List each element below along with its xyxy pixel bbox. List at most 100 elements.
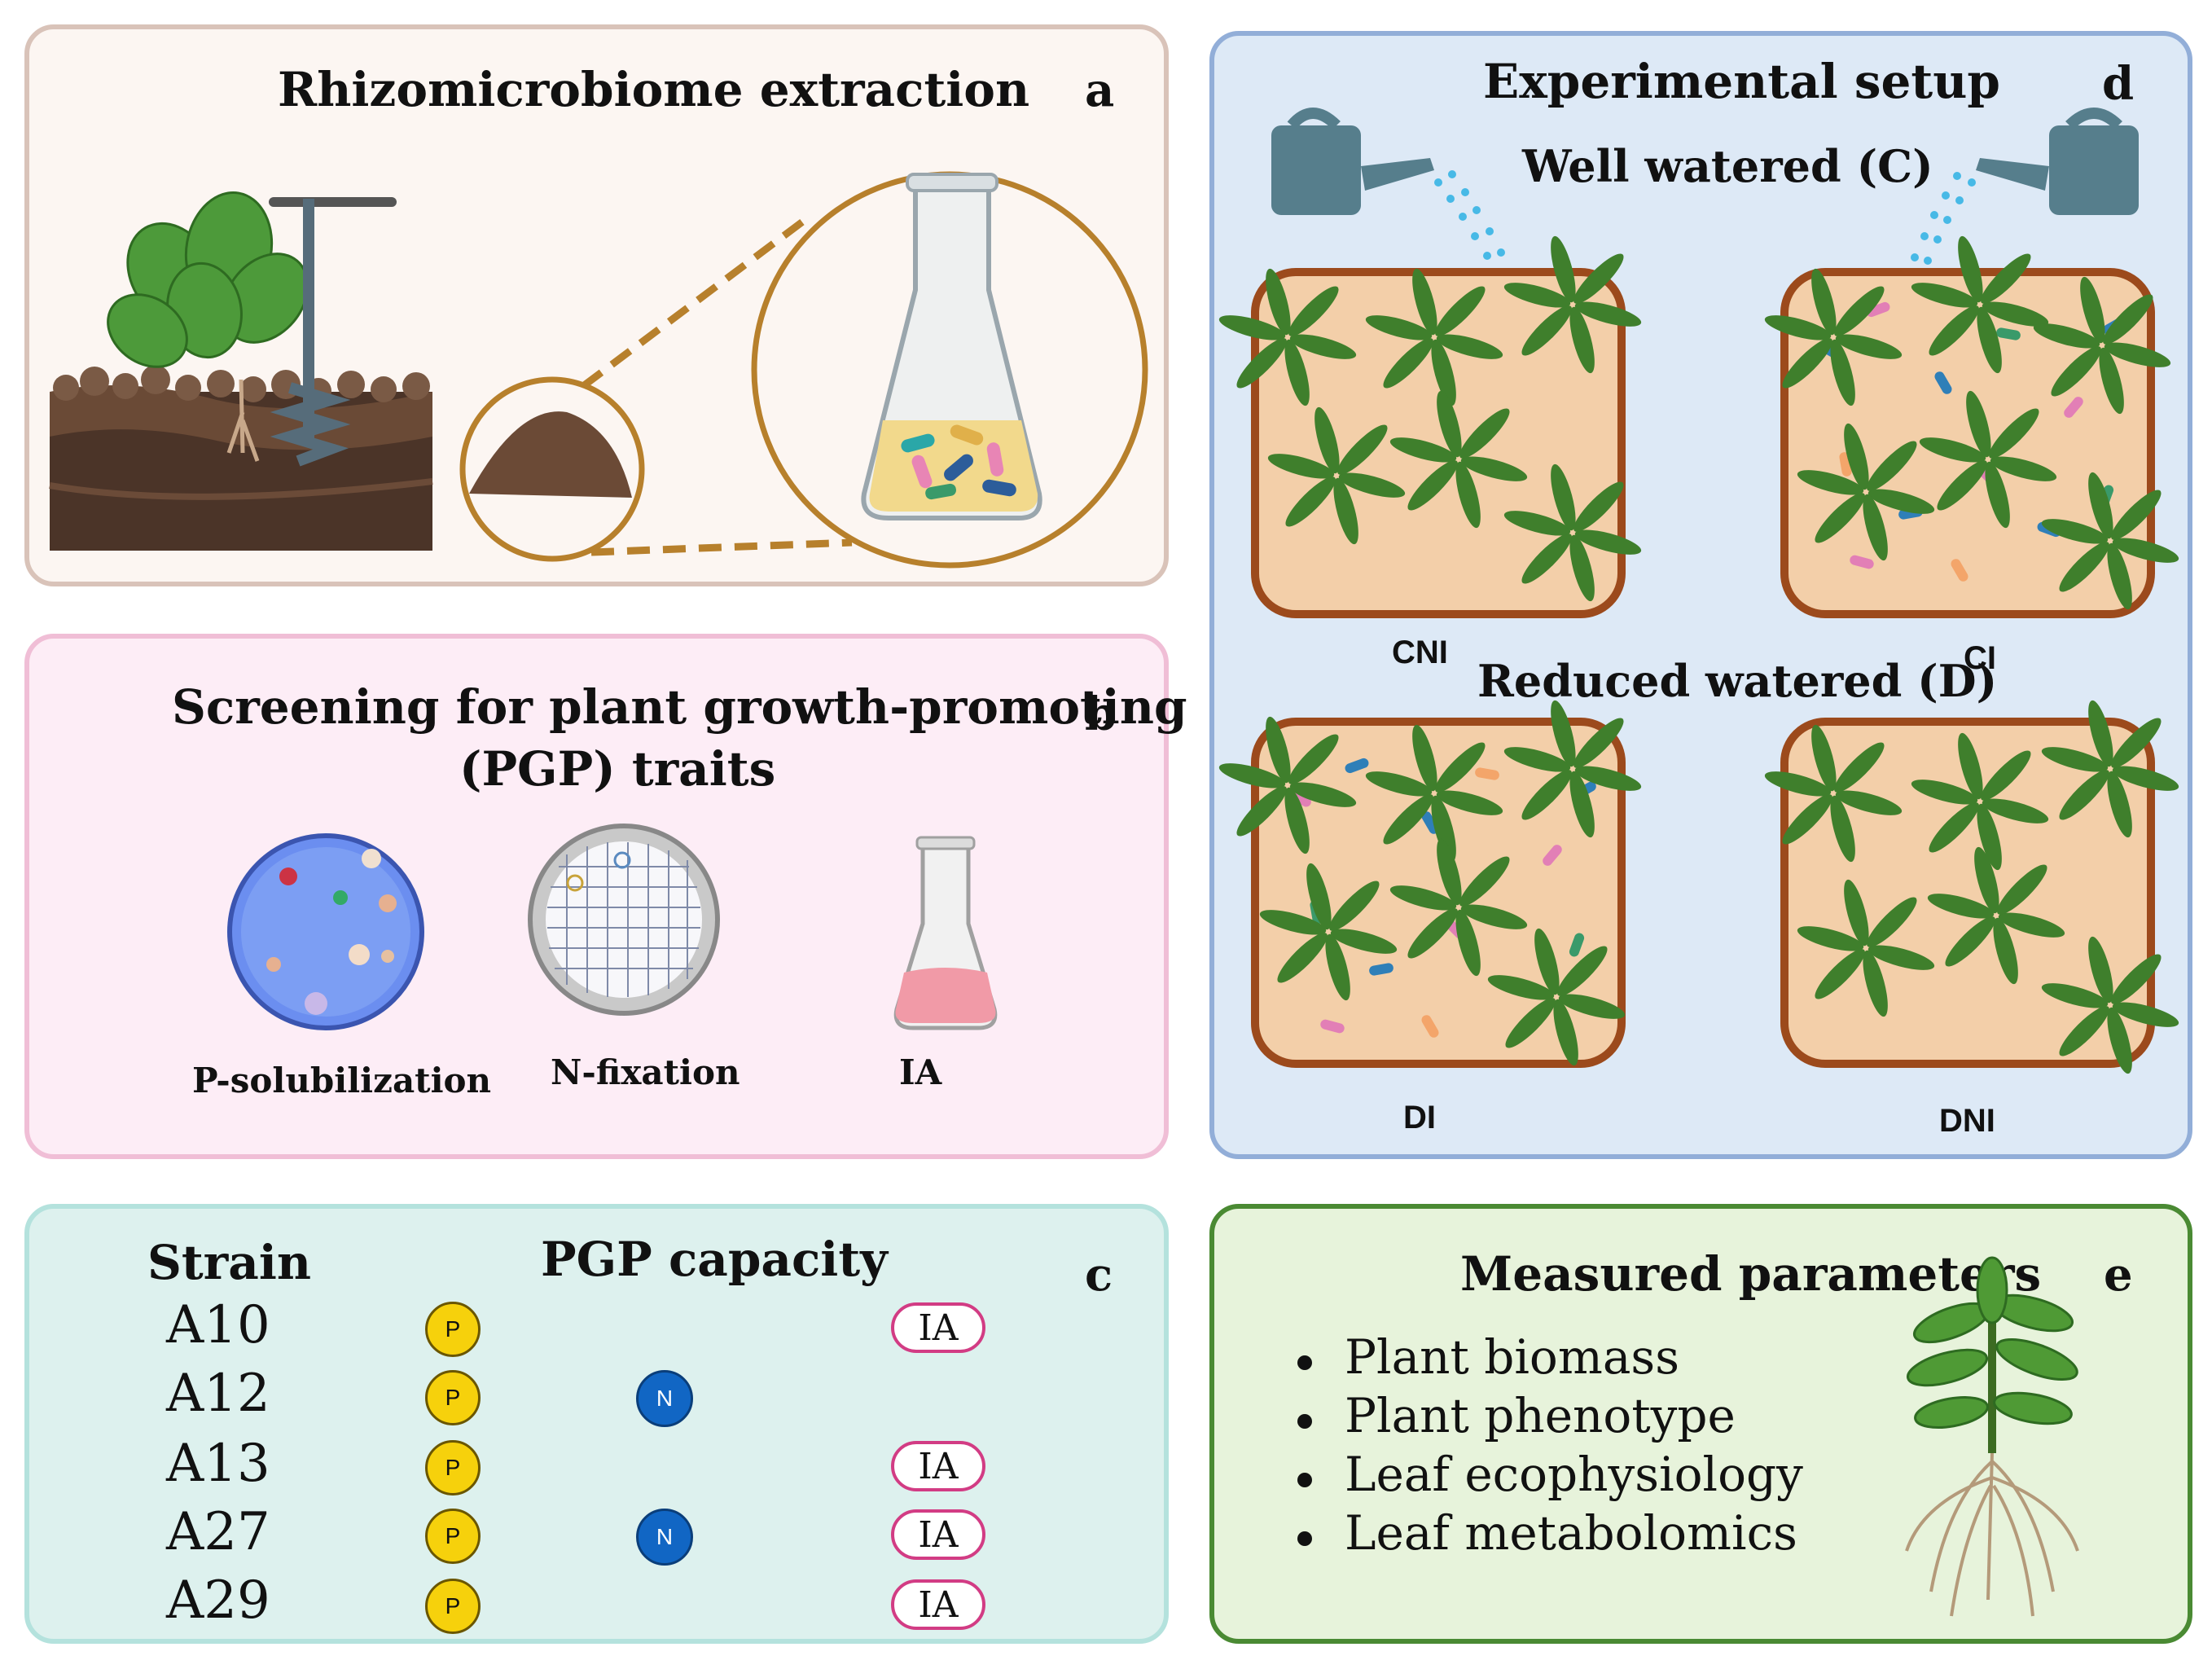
seedling-leaf [2112,538,2179,563]
seedling-leaf [1982,301,2049,327]
erlenmeyer-flask-icon [861,173,1042,520]
seedling-leaf [1455,461,1481,529]
panel-a-title: Rhizomicrobiome extraction [278,62,1030,117]
ia-badge-a10: IA [891,1302,985,1353]
seedling-leaf [2059,1006,2109,1056]
seedling-leaf [1289,334,1357,359]
seedlings [1218,235,2179,1074]
p-badge-a12: P [425,1370,481,1425]
seedling-leaf [1337,424,1388,475]
seedling-leaf [2041,747,2109,772]
ia-flask-icon [893,836,998,1030]
p-badge-a27: P [425,1509,481,1564]
seedling-leaf [1289,782,1357,807]
seedling-leaf [1407,908,1458,959]
strain-a29: A29 [166,1570,270,1631]
seedling-leaf [1574,301,1642,327]
panel-experimental-setup: Experimental setup d Well watered (C) [1209,31,2192,1159]
seedling-leaf [1966,390,1991,458]
bullet-3 [1297,1473,1312,1487]
p-badge-a29: P [425,1579,481,1634]
p-badge-a10: P [425,1302,481,1357]
panel-b-title-line2: (PGP) traits [459,741,776,797]
well-watered-label: Well watered (C) [1522,140,1933,192]
seedling-leaf [1487,975,1555,1000]
seedling-leaf [2041,519,2109,544]
panel-measured-parameters: Measured parameters e Plant biomass Plan… [1209,1204,2192,1644]
seedling-leaf [1911,283,1978,308]
ia-badge-a27: IA [891,1509,985,1560]
panel-b-title-line1: Screening for plant growth-promoting [172,679,1187,735]
reduced-watered-label: Reduced watered (D) [1477,655,1998,707]
seedling-leaf [1284,787,1310,854]
seedling-leaf [1389,885,1457,911]
seedling-leaf [2041,983,2109,1008]
seedling-leaf [1844,879,1869,946]
seedling-leaf [2059,770,2109,820]
seedling-leaf [1521,770,1572,820]
seedling-leaf [1460,904,1528,929]
seedling-leaf [1459,856,1510,907]
seedling-leaf [1329,881,1380,931]
seedling-leaf [2107,1007,2132,1074]
panel-b-letter: b [1085,687,1117,741]
watering-can-right-icon [1976,108,2139,215]
seedling-leaf [1998,912,2065,938]
seedling-leaf [1993,917,2018,985]
seedling-leaf [1911,780,1978,805]
panel-a-letter: a [1085,64,1115,117]
seedling-leaf [1573,481,1624,532]
seedling-leaf [1314,406,1340,474]
seedling-leaf [1436,790,1503,815]
seedling-leaf [1503,511,1571,536]
seedling-leaf [1267,454,1335,479]
pots-illustration [1218,108,2179,1074]
strain-a27: A27 [166,1502,270,1562]
seedling-leaf [1553,999,1578,1066]
param-leaf-metabolomics: Leaf metabolomics [1345,1505,1797,1561]
seedling-leaf [1412,724,1437,792]
seedling-leaf [1990,456,2057,481]
seedling-leaf [1985,461,2010,529]
label-ci: CI [1964,640,1996,676]
seedling-leaf [1277,933,1328,983]
seedling-leaf [1815,949,1865,999]
seedling-leaf [1431,795,1456,863]
water-drops-left [1434,170,1513,281]
rhizosphere-illustration [49,171,1148,569]
bullet-4 [1297,1531,1312,1546]
seedling-leaf [1958,235,1983,303]
seedling-leaf [1435,742,1486,793]
seedling-leaf [1551,463,1576,531]
seedling-leaf [1455,909,1481,977]
seedling-leaf [1867,945,1935,970]
seedling-leaf [1797,926,1864,951]
seedling-leaf [1236,338,1287,389]
pgp-assay-illustrations [227,824,998,1030]
seedling-leaf [1834,286,1885,336]
seedling-leaf [1460,456,1528,481]
seedling-leaf [1863,950,1888,1017]
seedling-leaf [1284,339,1310,406]
seedling-leaf [1811,268,1837,336]
panel-strain-capacity: Strain PGP capacity c A10 A12 A13 A27 A2… [24,1204,1169,1644]
panel-e-title: Measured parameters [1460,1246,2042,1302]
seedling-leaf [1867,897,1917,947]
seedling-leaf [1266,716,1291,784]
seedling-leaf [1797,470,1864,495]
seedling-leaf [1459,408,1510,459]
seedling-leaf [2059,542,2109,592]
seedling-leaf [2080,276,2105,344]
counting-grid-icon [528,824,720,1016]
seedling-leaf [1288,286,1339,336]
pgp-capacity-header: PGP capacity [541,1232,888,1287]
seedling-leaf [2033,323,2100,349]
seedling-leaf [1218,763,1286,788]
seedling-leaf [1574,766,1642,791]
seedling-leaf [2107,771,2132,838]
strain-a13: A13 [166,1434,270,1494]
ia-badge-a13: IA [891,1441,985,1491]
seedling-leaf [1782,338,1832,389]
seedling-leaf [2112,1002,2179,1027]
p-badge-a13: P [425,1440,481,1496]
